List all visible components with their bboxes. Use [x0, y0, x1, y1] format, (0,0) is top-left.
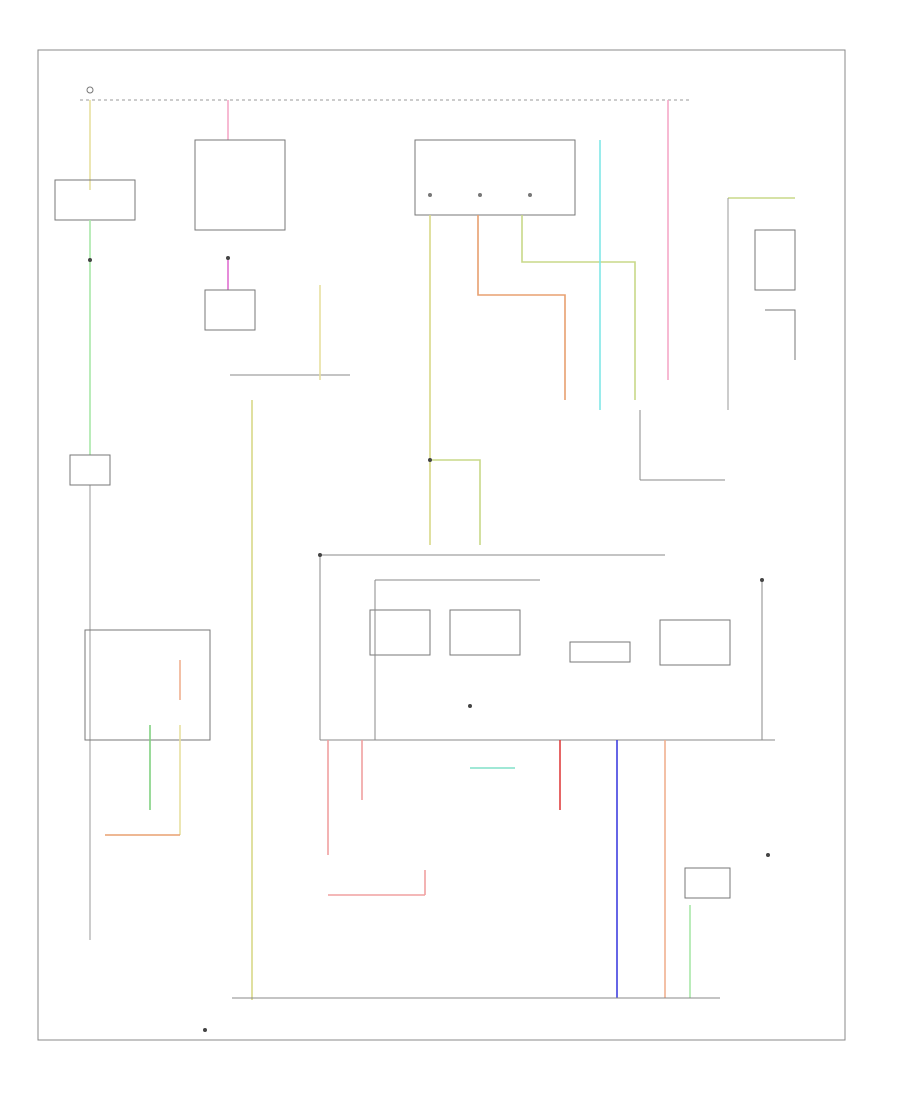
wire-yellowgreen-loop	[430, 459, 481, 545]
junction-dot-h	[766, 853, 770, 857]
junction-dot-c	[428, 458, 432, 462]
junction-dot-d	[318, 553, 322, 557]
left-lower-module	[84, 629, 211, 741]
junction-dot-e	[468, 704, 472, 708]
wire-yellowgreen-from-module	[521, 215, 636, 400]
wire-orange-from-module	[477, 215, 566, 400]
relay-row-b	[449, 609, 521, 656]
central-module-box	[414, 139, 576, 216]
relay-right	[754, 229, 796, 291]
relay-row-a	[369, 609, 431, 656]
relay-right-lower	[659, 619, 731, 666]
ignition-switch	[194, 139, 286, 231]
relay-right-coil	[765, 309, 796, 360]
junction-dot-f	[760, 578, 764, 582]
connector-center-2	[478, 193, 482, 197]
relay-second	[204, 289, 256, 331]
fuse-left	[86, 86, 94, 94]
diagram-frame	[37, 49, 846, 1041]
switch-left-mid	[69, 454, 111, 486]
ground-box-center	[569, 641, 631, 663]
bottom-right-module	[684, 867, 731, 899]
junction-dot-b	[226, 256, 230, 260]
junction-dot-g	[203, 1028, 207, 1032]
connector-center-3	[528, 193, 532, 197]
second-column-feed	[194, 100, 286, 1000]
junction-dot-a	[88, 258, 92, 262]
left-fuse-feed	[54, 86, 136, 940]
connector-center-1	[428, 193, 432, 197]
relay-left-top	[54, 179, 136, 221]
